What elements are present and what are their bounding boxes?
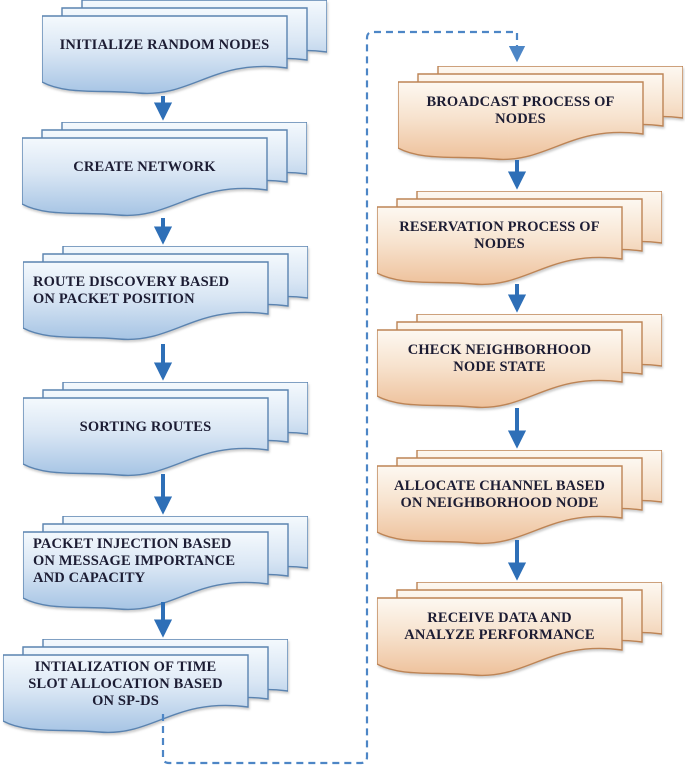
label-line: BROADCAST PROCESS OF [426, 94, 615, 110]
label-line: NODES [495, 111, 546, 127]
node-label: RECEIVE DATA AND ANALYZE PERFORMANCE [377, 598, 622, 656]
label-line: SORTING ROUTES [79, 418, 212, 435]
label-line: PACKET INJECTION BASED [33, 535, 232, 552]
node-label: SORTING ROUTES [23, 398, 268, 456]
node-reservation-process: RESERVATION PROCESS OF NODES [377, 191, 662, 291]
label-line: CHECK NEIGHBORHOOD [407, 342, 592, 358]
node-create-network: CREATE NETWORK [22, 122, 307, 222]
node-label: CHECK NEIGHBORHOOD NODE STATE [377, 330, 622, 388]
node-label: PACKET INJECTION BASED ON MESSAGE IMPORT… [23, 532, 268, 590]
node-check-neighborhood: CHECK NEIGHBORHOOD NODE STATE [377, 314, 662, 414]
node-label: INITIALIZE RANDOM NODES [42, 16, 287, 74]
label-line: ROUTE DISCOVERY BASED [33, 274, 230, 290]
label-line: INITIALIZE RANDOM NODES [59, 36, 270, 53]
node-label: CREATE NETWORK [22, 138, 267, 196]
node-receive-data: RECEIVE DATA AND ANALYZE PERFORMANCE [377, 582, 662, 682]
label-line: NODES [474, 236, 525, 252]
node-initialization-time-slot: INTIALIZATION OF TIME SLOT ALLOCATION BA… [3, 639, 288, 739]
label-line: ON MESSAGE IMPORTANCE [33, 552, 236, 569]
label-line: ON NEIGHBORHOOD NODE [400, 495, 599, 511]
node-sorting-routes: SORTING ROUTES [23, 382, 308, 482]
node-label: INTIALIZATION OF TIME SLOT ALLOCATION BA… [3, 655, 248, 713]
label-line: ON SP-DS [92, 692, 159, 709]
node-allocate-channel: ALLOCATE CHANNEL BASED ON NEIGHBORHOOD N… [377, 450, 662, 550]
node-broadcast-process: BROADCAST PROCESS OF NODES [398, 66, 683, 166]
label-line: RECEIVE DATA AND [427, 610, 572, 626]
label-line: RESERVATION PROCESS OF [399, 219, 600, 235]
label-line: ON PACKET POSITION [33, 291, 195, 307]
label-line: NODE STATE [453, 359, 546, 375]
node-label: ALLOCATE CHANNEL BASED ON NEIGHBORHOOD N… [377, 466, 622, 524]
node-packet-injection: PACKET INJECTION BASED ON MESSAGE IMPORT… [23, 516, 308, 616]
label-line: AND CAPACITY [33, 569, 146, 586]
node-route-discovery: ROUTE DISCOVERY BASED ON PACKET POSITION [23, 246, 308, 346]
node-initialize-random-nodes: INITIALIZE RANDOM NODES [42, 0, 327, 100]
label-line: ALLOCATE CHANNEL BASED [394, 478, 605, 494]
label-line: SLOT ALLOCATION BASED [28, 675, 223, 692]
label-line: ANALYZE PERFORMANCE [404, 627, 595, 643]
label-line: INTIALIZATION OF TIME [34, 658, 217, 675]
node-label: BROADCAST PROCESS OF NODES [398, 82, 643, 140]
node-label: RESERVATION PROCESS OF NODES [377, 207, 622, 265]
label-line: CREATE NETWORK [73, 158, 216, 175]
node-label: ROUTE DISCOVERY BASED ON PACKET POSITION [23, 262, 268, 320]
